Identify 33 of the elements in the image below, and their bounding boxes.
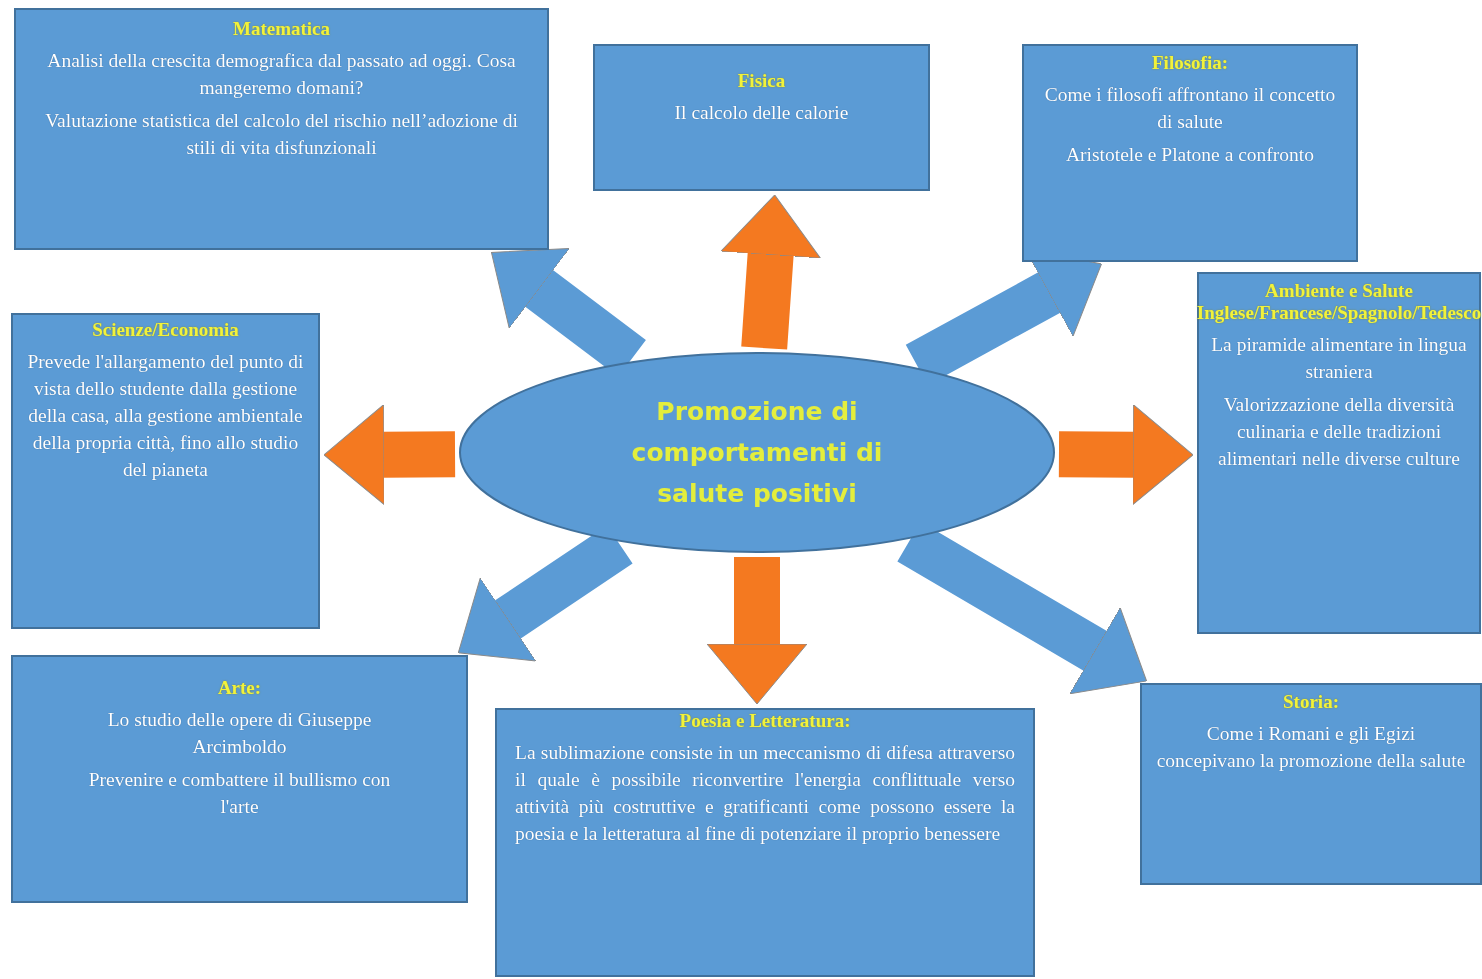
topic-description: Prevenire e combattere il bullismo con l'arte [87,767,392,819]
topic-description: Valutazione statistica del calcolo del rischio nell’adozione di stili di vita disfunzionali [44,108,519,160]
topic-description: Valorizzazione della diversità culinaria e delle tradizioni alimentari nelle diverse culture [1217,392,1461,471]
topic-description: Analisi della crescita demografica dal passato ad oggi. Cosa mangeremo domani? [46,49,517,100]
topic-box [593,44,930,191]
topic-box [11,313,320,629]
topic-heading: Matematica [232,18,331,40]
topic-description: Come i Romani e gli Egizi concepivano la promozione della salute [1156,722,1466,773]
topic-box [1140,683,1482,885]
topic-description: Prevede l'allargamento del punto di vista dello studente dalla gestione della casa, alla gestione ambientale della propria città, fino allo studio del pianeta [26,350,305,482]
block-arrow [720,193,821,350]
block-arrow [323,404,456,506]
topic-box [11,655,468,903]
topic-heading: Scienze/Economia [92,319,239,341]
topic-heading: Fisica [737,70,786,92]
topic-description: Lo studio delle opere di Giuseppe Arcimboldo [106,708,373,759]
topic-description: La sublimazione consiste in un meccanismo di difesa attraverso il quale è possibile riconvertire l'energia conflittuale verso attività più costruttive e gratificanti come possono essere la poesia e la letteratura al fine di potenziare il proprio benessere [515,741,1015,846]
topic-description: Il calcolo delle calorie [674,101,849,125]
central-title: Promozione di comportamenti di salute positivi [630,395,884,511]
topic-description: Come i filosofi affrontano il concetto di salute [1043,83,1337,134]
topic-description: La piramide alimentare in lingua straniera [1210,333,1468,384]
topic-heading: Ambiente e Salute Inglese/Francese/Spagnolo/Tedesco [1196,280,1482,324]
topic-box [1022,44,1358,262]
topic-heading: Poesia e Letteratura: [679,710,851,732]
block-arrow [706,557,808,705]
topic-heading: Storia: [1283,691,1339,713]
topic-heading: Filosofia: [1152,52,1228,74]
topic-heading: Arte: [217,677,262,699]
topic-description: Aristotele e Platone a confronto [1066,142,1314,167]
topic-box [495,708,1035,977]
block-arrow [1058,404,1194,506]
topic-box [1197,272,1481,634]
topic-box [14,8,549,250]
